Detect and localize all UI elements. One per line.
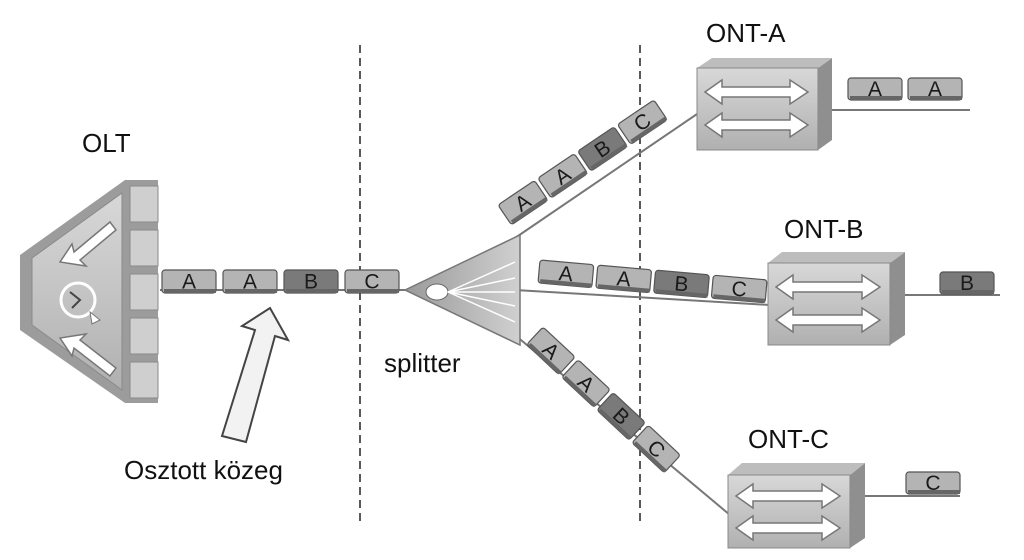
packet-label: C — [925, 472, 940, 495]
packet-a: A — [907, 77, 963, 101]
packet-label: A — [928, 78, 942, 101]
packet-a: A — [847, 77, 903, 101]
ont-c-label: ONT-C — [748, 424, 829, 454]
olt-arrow-out-icon — [58, 332, 118, 378]
ont-b-arrows-icon — [774, 273, 882, 334]
packet-label: B — [304, 271, 318, 294]
packet-label: A — [558, 262, 574, 286]
packet-label: C — [364, 271, 379, 294]
packet-label: A — [182, 271, 196, 294]
packet-label: B — [673, 272, 689, 296]
packet-a: A — [527, 327, 575, 375]
ont-b-output-packets: B — [939, 271, 995, 295]
ont-b-label: ONT-B — [784, 214, 863, 244]
shared-medium-arrow-icon — [220, 306, 291, 444]
olt-switch-icon — [59, 281, 101, 325]
packet-c: C — [617, 100, 668, 144]
packet-b: B — [653, 269, 710, 299]
packet-a: A — [498, 180, 548, 225]
packet-b: B — [283, 269, 339, 294]
packet-label: A — [868, 78, 882, 101]
packet-a: A — [161, 269, 217, 294]
olt-port-column — [129, 185, 159, 399]
splitter-label: splitter — [384, 348, 461, 378]
packet-c: C — [344, 269, 400, 294]
packet-a: A — [538, 154, 588, 198]
shared-medium-label: Osztott közeg — [124, 455, 283, 485]
ont-b-device — [767, 252, 905, 346]
splitter-device — [403, 233, 521, 347]
ont-c-arrows-icon — [734, 482, 842, 542]
ont-c-output-packets: C — [905, 471, 961, 495]
packet-b: B — [939, 271, 995, 295]
ont-a-label: ONT-A — [706, 18, 786, 48]
olt-arrow-in-icon — [58, 220, 118, 268]
packet-a: A — [537, 259, 595, 288]
packet-c: C — [632, 425, 680, 473]
ont-a-arrows-icon — [703, 78, 810, 139]
ont-a-device — [696, 58, 832, 151]
packet-c: C — [710, 274, 768, 304]
packet-label: A — [243, 271, 257, 294]
olt-label: OLT — [82, 128, 131, 158]
ont-c-device — [727, 463, 865, 549]
packet-b: B — [578, 127, 628, 171]
packet-label: B — [960, 272, 974, 295]
packet-c: C — [905, 471, 961, 495]
packet-label: A — [616, 267, 632, 291]
packet-b: B — [597, 393, 645, 441]
packet-a: A — [222, 269, 278, 294]
packet-a: A — [562, 360, 610, 408]
packet-a: A — [595, 264, 652, 294]
olt-device — [20, 180, 159, 403]
packet-label: C — [731, 277, 748, 301]
